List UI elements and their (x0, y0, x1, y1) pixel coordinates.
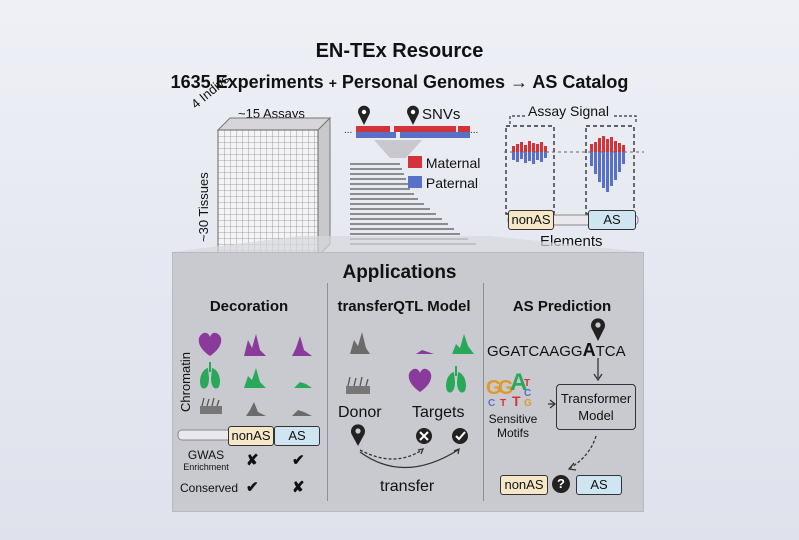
transformer-model-box: Transformer Model (556, 384, 636, 430)
target-check-icon (452, 428, 468, 444)
heart-icon (198, 332, 222, 356)
target-cross-icon (416, 428, 432, 444)
model-line1: Transformer (560, 391, 632, 406)
variant-pin-icon (591, 318, 605, 341)
applications-title: Applications (342, 262, 457, 283)
model-line2: Model (578, 408, 614, 423)
page-title: EN-TEx Resource (315, 40, 484, 62)
tissues-label: ~30 Tissues (196, 172, 211, 242)
transferqtl-diagram (344, 332, 474, 394)
experiments-label: 1635 Experiments (170, 72, 324, 92)
assay-as-tag: AS (588, 210, 636, 230)
gwas-as-check-icon: ✔ (292, 452, 305, 469)
svg-text:...: ... (470, 125, 478, 136)
target-heart-icon (408, 368, 432, 392)
motif-logo-icon: G G A T C C T T G (486, 369, 532, 409)
donor-skin-icon (346, 376, 370, 394)
skin-icon (200, 397, 222, 414)
assays-label: ~15 Assays (238, 106, 305, 121)
svg-text:G: G (524, 398, 532, 409)
arrow-icon: → (510, 72, 529, 92)
prediction-flow (548, 358, 603, 471)
conserved-nonas-check-icon: ✔ (246, 479, 259, 496)
conserved-label: Conserved (180, 481, 239, 495)
svg-text:G: G (498, 377, 514, 399)
transfer-label: transfer (380, 478, 435, 495)
snv-marker-right-icon (407, 105, 419, 125)
genomes-label: Personal Genomes (341, 72, 505, 92)
paternal-label: Paternal (425, 175, 479, 191)
svg-text:T: T (500, 398, 506, 409)
sequence-left: GGATCAAGG (487, 343, 583, 360)
question-icon: ? (552, 475, 570, 493)
decoration-nonas-tag: nonAS (228, 426, 274, 446)
maternal-swatch (408, 156, 422, 168)
decoration-title: Decoration (209, 298, 289, 315)
as-prediction-title: AS Prediction (512, 298, 612, 315)
motifs-line2: Motifs (496, 426, 529, 440)
gwas-label: GWAS Enrichment (182, 448, 230, 472)
decoration-as-tag: AS (274, 426, 320, 446)
svg-text:G: G (486, 377, 502, 399)
maternal-legend: Maternal (408, 155, 480, 171)
snvs-label: SNVs (422, 106, 461, 123)
conserved-as-cross-icon: ✘ (292, 479, 305, 496)
snv-marker-left-icon (358, 105, 370, 125)
gwas-nonas-cross-icon: ✘ (246, 452, 259, 469)
svg-text:C: C (524, 388, 531, 399)
chromatin-label: Chromatin (178, 352, 193, 412)
sequence-variant: A (582, 340, 596, 360)
sequence-text: GGATCAAGGATCA (487, 340, 626, 361)
sequence-right: TCA (595, 343, 626, 360)
assay-signal-diagram (504, 115, 644, 215)
prediction-nonas-tag: nonAS (500, 475, 548, 495)
gwas-text: GWAS (187, 448, 225, 462)
transfer-flow (351, 424, 468, 469)
pipeline-subtitle: 1635 Experiments + Personal Genomes → AS… (0, 72, 799, 93)
maternal-label: Maternal (425, 155, 481, 171)
paternal-legend: Paternal (408, 175, 478, 191)
plus-sign: + (328, 75, 337, 91)
donor-label: Donor (338, 404, 382, 421)
applications-funnel (172, 236, 642, 252)
targets-label: Targets (412, 404, 465, 421)
motifs-line1: Sensitive (488, 412, 538, 426)
decoration-grid (198, 332, 312, 416)
sensitive-motifs-label: Sensitive Motifs (486, 412, 540, 440)
transferqtl-title: transferQTL Model (337, 298, 471, 315)
assay-nonas-tag: nonAS (508, 210, 554, 230)
svg-text:T: T (512, 393, 521, 409)
target-lung-icon (446, 366, 466, 393)
svg-text:A: A (510, 369, 527, 396)
enrichment-text: Enrichment (183, 462, 229, 472)
svg-text:T: T (524, 378, 530, 389)
assay-signal-label: Assay Signal (528, 103, 609, 119)
svg-text:...: ... (344, 125, 352, 136)
catalog-label: AS Catalog (532, 72, 629, 92)
prediction-as-tag: AS (576, 475, 622, 495)
lung-icon (200, 362, 220, 389)
panel-divider-right (483, 283, 484, 501)
panel-divider-left (327, 283, 328, 501)
donor-pin-icon (351, 424, 365, 446)
paternal-swatch (408, 176, 422, 188)
svg-text:C: C (488, 398, 495, 409)
